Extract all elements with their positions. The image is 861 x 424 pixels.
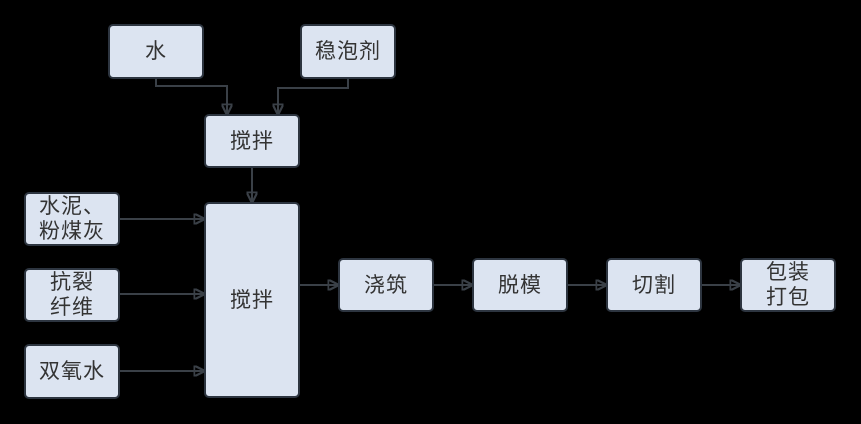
node-mixing-1: 搅拌: [204, 114, 300, 168]
node-label: 水: [145, 39, 167, 63]
node-pouring: 浇筑: [338, 258, 434, 312]
node-mixing-2: 搅拌: [204, 202, 300, 398]
node-water: 水: [108, 24, 204, 79]
node-cutting: 切割: [606, 258, 702, 312]
node-label: 浇筑: [364, 272, 408, 297]
node-label: 抗裂: [50, 270, 94, 294]
connector-water-to-mixing1: [155, 79, 227, 114]
connector-stabilizer-to-mixing1: [278, 79, 349, 114]
node-label: 搅拌: [230, 128, 274, 153]
node-label: 搅拌: [230, 287, 274, 312]
node-label: 双氧水: [39, 359, 105, 383]
node-demolding: 脱模: [472, 258, 568, 312]
node-label: 打包: [766, 285, 810, 309]
node-hydrogen-peroxide: 双氧水: [24, 344, 120, 399]
node-label: 纤维: [50, 295, 94, 319]
node-anticrack-fiber: 抗裂 纤维: [24, 268, 120, 322]
node-label: 切割: [632, 272, 676, 297]
node-label: 水泥、: [39, 194, 105, 218]
node-label: 粉煤灰: [39, 219, 105, 243]
node-foam-stabilizer: 稳泡剂: [300, 24, 396, 79]
node-cement-flyash: 水泥、 粉煤灰: [24, 192, 120, 246]
node-label: 脱模: [498, 272, 542, 297]
node-packing: 包装 打包: [740, 258, 836, 312]
node-label: 稳泡剂: [315, 39, 381, 63]
node-label: 包装: [766, 260, 810, 284]
